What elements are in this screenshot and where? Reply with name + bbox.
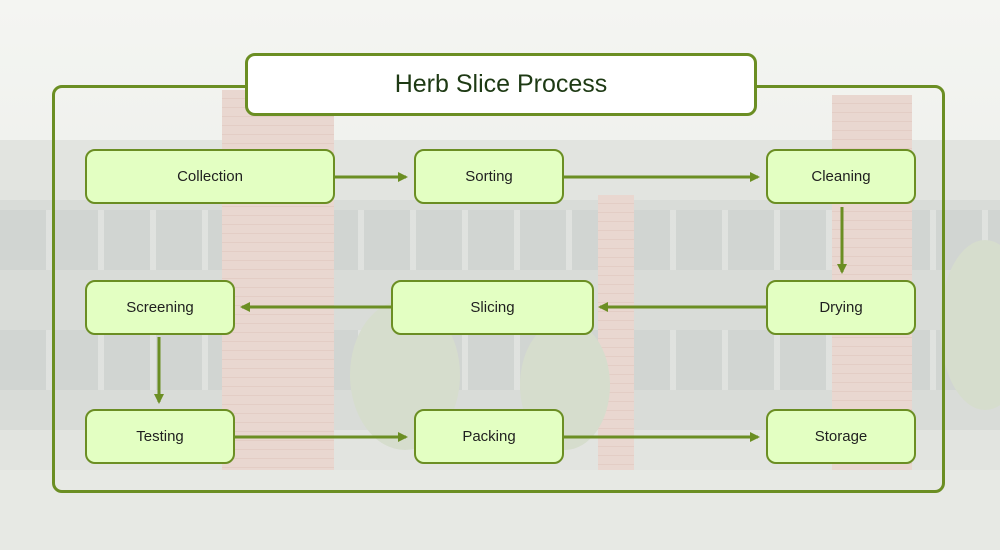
step-collection: Collection xyxy=(85,149,335,204)
step-sorting: Sorting xyxy=(414,149,564,204)
diagram-title: Herb Slice Process xyxy=(245,53,757,116)
step-packing: Packing xyxy=(414,409,564,464)
step-screening: Screening xyxy=(85,280,235,335)
step-drying: Drying xyxy=(766,280,916,335)
step-slicing: Slicing xyxy=(391,280,594,335)
step-storage: Storage xyxy=(766,409,916,464)
step-testing: Testing xyxy=(85,409,235,464)
step-cleaning: Cleaning xyxy=(766,149,916,204)
